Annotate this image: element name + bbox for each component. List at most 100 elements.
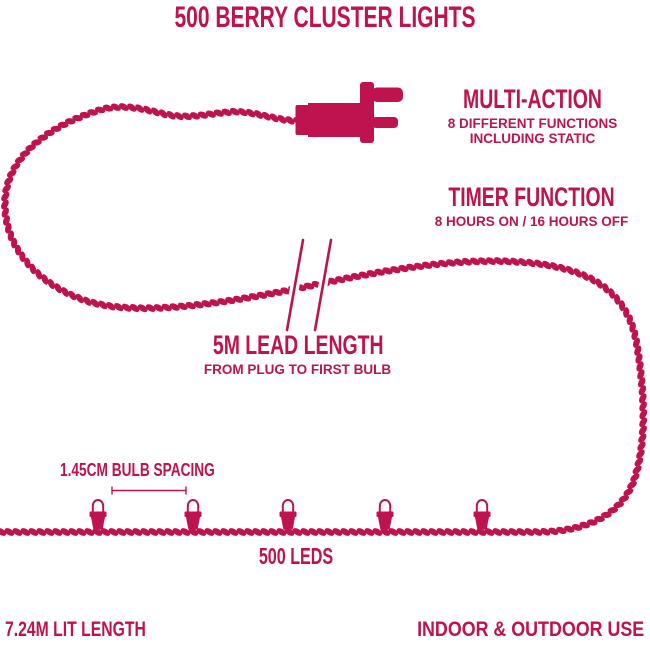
cable-twist-segment [348,528,359,536]
bulb-socket-top [279,511,297,517]
cable-twist-segment [420,528,431,536]
cable-twist-segment [478,257,488,266]
lit-length-label-wrap: 7.24M LIT LENGTH [5,618,193,642]
cable-twist-segment [630,473,640,482]
cable-twist-segment [502,257,512,266]
cable-twist-segment [380,528,391,536]
cable-twist-segment [627,480,637,489]
cable-twist-segment [374,268,385,276]
cable-twist-segment [343,274,354,282]
cable-twist-segment [29,263,37,275]
bulb-socket-top [89,511,107,517]
cable-twist-segment [260,528,271,536]
cable-twist-segment [35,269,43,280]
cable-twist-segment [190,112,200,120]
cable-twist-segment [548,527,559,536]
cable-twist-segment [64,118,76,125]
cable-twist-segment [124,528,135,536]
cable-twist-segment [36,528,47,536]
cable-twist-segment [75,293,84,304]
cable-twist-segment [19,251,26,263]
cable-twist-segment [225,296,236,305]
cable-twist-segment [180,528,191,536]
cable-twist-segment [586,519,598,526]
cable-twist-segment [132,528,143,536]
lead-length-sub1: FROM PLUG TO FIRST BULB [203,362,392,378]
cable-twist-segment [145,304,156,312]
berry-bulb-icon [473,499,491,530]
cable-twist-segment [542,260,552,270]
cable-twist-segment [98,300,108,310]
timer-heading: TIMER FUNCTION [448,182,615,212]
berry-bulb-icon [89,499,107,530]
cable-twist-segment [316,528,327,536]
cable-twist-segment [122,303,132,312]
cable-twist-segment [608,288,615,299]
cable-twist-segment [156,528,167,536]
cable-twist-segment [83,296,92,306]
cable-twist-segment [84,528,95,536]
cable-twist-segment [388,528,399,536]
cable-twist-segment [164,528,175,536]
cable-twist-segment [414,262,425,270]
cable-twist-segment [269,113,279,123]
cable-twist-segment [100,528,111,536]
cable-twist-segment [158,109,168,119]
cable-twist-segment [540,528,551,536]
cable-twist-segment [1,207,9,218]
lead-length-heading: 5M LEAD LENGTH [212,330,384,360]
cable-twist-segment [422,261,433,269]
page-title: 500 BERRY CLUSTER LIGHTS [0,1,650,34]
cable-twist-segment [602,283,610,294]
multi-action-sub1: 8 DIFFERENT FUNCTIONS [447,116,618,132]
cable-twist-segment [639,409,648,420]
cable-twist-segment [114,303,124,312]
cable-twist-segment [4,222,12,234]
berry-bulb-icon [279,499,297,530]
cable-twist-segment [532,528,543,536]
cable-twist-segment [335,276,346,284]
timer-function-block: TIMER FUNCTION 8 HOURS ON / 16 HOURS OFF [413,182,650,229]
cable-twist-segment [31,139,42,146]
cable-twist-segment [47,278,56,290]
bulb-spacing-label: 1.45CM BULB SPACING [60,460,215,480]
cable-twist-segment [460,528,471,536]
cable-twist-segment [102,104,114,112]
cable-twist-segment [76,528,87,536]
cable-twist-segment [174,112,184,121]
cable-twist-segment [277,115,287,124]
cable-twist-segment [623,307,630,318]
cable-twist-segment [151,107,160,117]
cable-twist-segment [14,244,22,256]
cable-twist-segment [470,257,480,266]
cable-twist-segment [390,266,401,274]
cable-twist-segment [356,528,367,536]
cable-twist-segment [188,528,199,536]
bulb-glass [186,499,200,514]
title-text: 500 BERRY CLUSTER LIGHTS [174,1,476,34]
cable-twist-segment [106,302,116,311]
cable-twist-segment [285,116,295,125]
cable-twist-segment [631,329,639,341]
cable-twist-segment [201,300,212,308]
cable-twist-segment [445,259,457,267]
cable-twist-segment [272,288,283,296]
cable-twist-segment [565,265,575,275]
cable-twist-segment [193,301,204,309]
cable-twist-segment [135,104,145,113]
cable-twist-segment [110,103,121,111]
cable-twist-segment [68,528,79,536]
cable-twist-segment [276,528,287,536]
cable-twist-segment [398,264,409,273]
lit-length-label: 7.24M LIT LENGTH [5,618,146,641]
cable-twist-segment [228,528,239,536]
cable-twist-segment [52,528,63,536]
cable-twist-segment [94,106,106,114]
cable-twist-segment [284,528,295,536]
plug-face [360,82,374,143]
cable-twist-segment [638,425,647,436]
cable-twist-segment [614,294,621,305]
cable-twist-segment [484,528,495,536]
